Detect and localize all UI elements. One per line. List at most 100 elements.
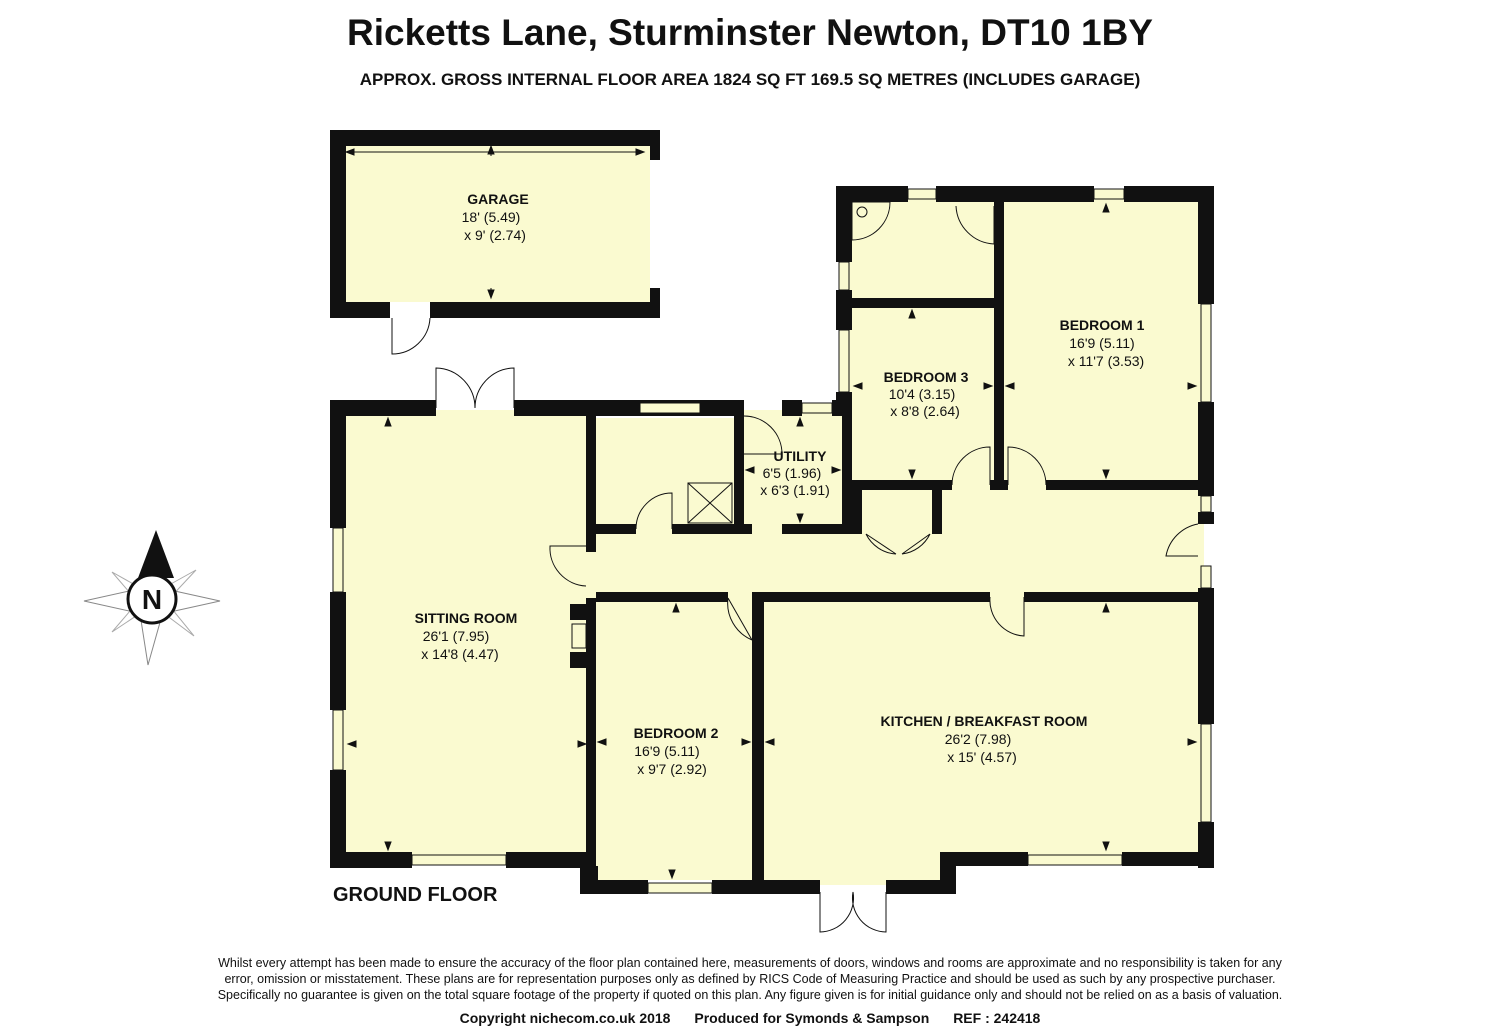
walls xyxy=(330,130,1214,894)
utility-wall-bottom-left xyxy=(744,524,752,534)
bed2-wall-bottom-left xyxy=(580,880,648,894)
hall-wall-left xyxy=(586,546,596,552)
fireplace-pier-bottom xyxy=(570,652,588,668)
shower-window xyxy=(639,402,701,414)
sitting-wall-top-left xyxy=(330,400,436,416)
bed1-wall-bottom-left xyxy=(990,480,1008,490)
garage-door xyxy=(391,317,431,355)
utility-dim-2: x 6'3 (1.91) xyxy=(760,482,830,498)
garage-wall-right-bottom xyxy=(650,288,660,318)
sitting-room-label: SITTING ROOM xyxy=(415,610,518,626)
shower-wall-right xyxy=(734,400,744,532)
doors xyxy=(391,205,1199,933)
bed1-wall-bottom-right xyxy=(1046,480,1204,490)
bed1-wall-left xyxy=(994,202,1004,488)
compass-circle xyxy=(126,573,178,625)
bedroom1-dim-1: 16'9 (5.11) xyxy=(1069,335,1134,351)
closet-door-left xyxy=(865,533,897,555)
shower-door xyxy=(635,492,673,530)
kitchen-wall-bottom-mid xyxy=(886,880,956,894)
bed2-window-bottom xyxy=(647,882,713,894)
sitting-window-left-bottom xyxy=(332,709,344,771)
kitchen-label: KITCHEN / BREAKFAST ROOM xyxy=(881,713,1088,729)
sitting-room-dim-1: 26'1 (7.95) xyxy=(423,628,490,644)
bed3-window-left xyxy=(838,329,850,393)
closet-wall-left xyxy=(852,480,862,534)
garage-wall-top xyxy=(330,130,660,146)
compass-rose: N xyxy=(83,530,221,666)
garage-wall-left xyxy=(330,130,346,318)
ensuite-shower xyxy=(851,201,891,241)
sitting-door xyxy=(549,545,587,587)
shower-wall-top-right xyxy=(700,400,744,416)
garage-floor xyxy=(338,140,650,302)
windows xyxy=(332,188,1212,894)
bed1-door xyxy=(1007,446,1047,486)
bed3-wall-bottom-left xyxy=(852,480,952,490)
utility-label: UTILITY xyxy=(774,448,828,464)
garage-wall-right-top xyxy=(650,130,660,160)
bed3-wall-left-bottom xyxy=(836,392,852,412)
sitting-wall-right-top xyxy=(586,416,596,546)
bed1-wall-right-top xyxy=(1198,186,1214,304)
utility-wall-right xyxy=(842,400,852,534)
bed1-wall-top-right xyxy=(1124,186,1214,202)
utility-dim-1: 6'5 (1.96) xyxy=(763,465,822,481)
bed2-wall-bottom-right xyxy=(712,880,820,894)
ensuite-wall-top-left xyxy=(836,186,908,202)
footer-produced: Produced for Symonds & Sampson xyxy=(694,1010,930,1026)
disclaimer-line-2: error, omission or misstatement. These p… xyxy=(224,972,1276,986)
kitchen-wall-top-right xyxy=(1024,592,1214,602)
bed2-wall-right xyxy=(752,592,764,880)
utility-window xyxy=(801,402,833,414)
kitchen-wall-bottom-right xyxy=(1122,852,1214,866)
kitchen-window-bottom xyxy=(1027,854,1123,866)
ensuite-wall-bottom xyxy=(852,298,998,308)
closet-door-right xyxy=(901,533,931,555)
front-door xyxy=(1165,523,1199,557)
garage-label: GARAGE xyxy=(467,191,528,207)
sitting-wall-left-mid xyxy=(330,592,346,710)
shower-tray-diag-2 xyxy=(687,482,733,524)
garage-wall-bottom-right xyxy=(430,302,660,318)
shower-wall-top xyxy=(596,400,640,416)
footer: Copyright nichecom.co.uk 2018 Produced f… xyxy=(0,1010,1500,1026)
shower-wall-bottom xyxy=(672,524,744,534)
utility-door xyxy=(743,415,783,455)
bed1-wall-right-bottom xyxy=(1198,402,1214,496)
bedroom2-label: BEDROOM 2 xyxy=(634,725,719,741)
ensuite-shower-drain xyxy=(856,206,868,218)
bedroom3-dim-1: 10'4 (3.15) xyxy=(889,386,956,402)
bed1-window-right xyxy=(1200,303,1212,403)
dimension-arrows xyxy=(344,144,1198,880)
sitting-wall-right-bottom xyxy=(586,598,596,852)
kitchen-door xyxy=(989,596,1025,637)
bed3-door xyxy=(951,446,991,486)
bedroom2-dim-1: 16'9 (5.11) xyxy=(634,743,699,759)
bed1-window-top xyxy=(1093,188,1125,200)
sitting-wall-bottom-right xyxy=(506,852,596,868)
ensuite-wall-left-mid xyxy=(836,290,852,330)
sitting-window-left-top xyxy=(332,527,344,593)
garage-dim-2: x 9' (2.74) xyxy=(464,227,526,243)
kitchen-wall-bottom-left xyxy=(940,852,1028,866)
compass-letter: N xyxy=(142,584,162,615)
kitchen-french-door-right xyxy=(851,891,887,933)
disclaimer-line-3: Specifically no guarantee is given on th… xyxy=(217,988,1283,1002)
kitchen-wall-top-left xyxy=(752,592,990,602)
ensuite-wall-top-right xyxy=(936,186,1094,202)
ensuite-window-left xyxy=(838,261,850,291)
floor-fill xyxy=(338,140,1204,885)
closet-wall-right xyxy=(932,480,942,534)
garage-dim-1: 18' (5.49) xyxy=(462,209,521,225)
kitchen-french-door-left xyxy=(819,891,855,933)
ensuite-wall-left-top xyxy=(836,186,852,262)
room-labels: GARAGE 18' (5.49) x 9' (2.74) BEDROOM 1 … xyxy=(415,191,1145,777)
kitchen-window-right xyxy=(1200,723,1212,823)
ensuite-window-top xyxy=(907,188,937,200)
bed2-wall-top xyxy=(596,592,728,602)
sitting-wall-left-top xyxy=(330,400,346,528)
utility-wall-bottom xyxy=(782,524,852,534)
disclaimer-line-1: Whilst every attempt has been made to en… xyxy=(218,956,1282,970)
